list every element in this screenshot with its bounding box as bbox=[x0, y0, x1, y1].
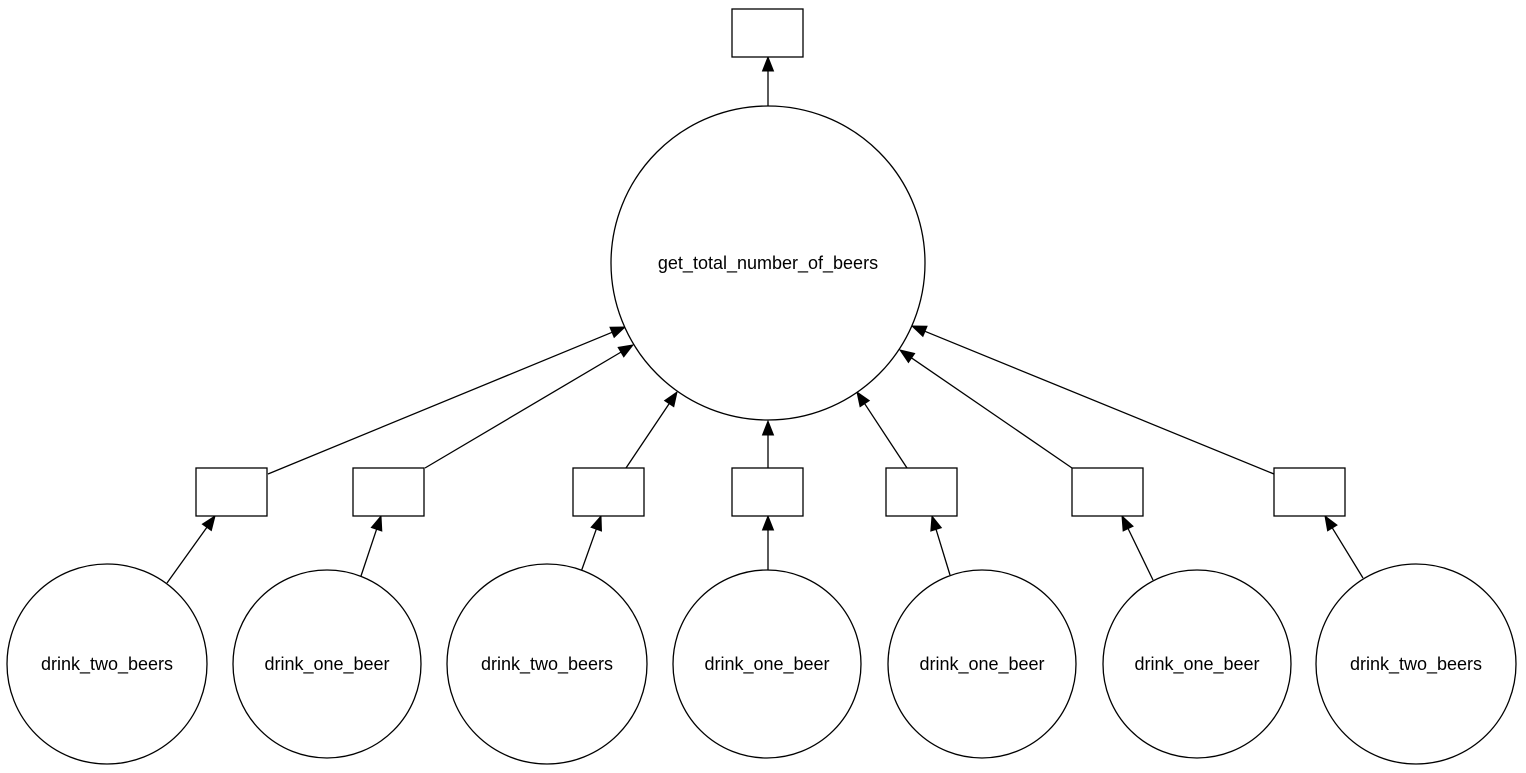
arrowhead bbox=[663, 390, 678, 408]
data-box bbox=[731, 8, 804, 58]
arrowhead bbox=[761, 514, 775, 531]
edge-task-to-box-7 bbox=[1324, 514, 1364, 579]
arrowhead bbox=[930, 514, 943, 532]
input-data-box-5 bbox=[885, 467, 958, 517]
output-data-box bbox=[731, 8, 804, 58]
input-task-node-4: drink_one_beer bbox=[672, 569, 862, 759]
edge-box-to-root-2 bbox=[424, 344, 635, 469]
input-data-box-7 bbox=[1273, 467, 1346, 517]
task-label: drink_one_beer bbox=[919, 654, 1044, 675]
arrowhead bbox=[617, 344, 635, 358]
arrowhead bbox=[898, 349, 916, 364]
input-task-node-6: drink_one_beer bbox=[1102, 569, 1292, 759]
data-box bbox=[885, 467, 958, 517]
input-task-node-5: drink_one_beer bbox=[887, 569, 1077, 759]
edge-box-to-root-5 bbox=[856, 390, 908, 469]
edge-line bbox=[864, 403, 908, 469]
edge-line bbox=[924, 330, 1275, 475]
arrowhead bbox=[370, 514, 383, 532]
data-box bbox=[1071, 467, 1144, 517]
arrowhead bbox=[1121, 514, 1134, 532]
input-task-node-3: drink_two_beers bbox=[446, 563, 648, 765]
edge-line bbox=[1127, 528, 1154, 581]
input-data-box-3 bbox=[572, 467, 645, 517]
data-box bbox=[352, 467, 425, 517]
task-label: drink_one_beer bbox=[264, 654, 389, 675]
arrowhead bbox=[856, 390, 871, 408]
arrowhead bbox=[609, 326, 627, 339]
task-label: drink_two_beers bbox=[41, 654, 173, 675]
edge-task-to-box-3 bbox=[580, 514, 602, 573]
task-circle bbox=[610, 105, 926, 421]
edge-line bbox=[1331, 527, 1364, 579]
input-task-node-2: drink_one_beer bbox=[232, 569, 422, 759]
edge-box-to-root-3 bbox=[625, 390, 678, 469]
edge-line bbox=[580, 528, 597, 573]
arrowhead bbox=[761, 55, 775, 72]
edge-line bbox=[424, 351, 622, 469]
nodes: get_total_number_of_beers drink_two_beers… bbox=[6, 8, 1517, 765]
edges bbox=[166, 55, 1364, 584]
edge-box-to-root-7 bbox=[910, 325, 1275, 475]
arrowhead bbox=[761, 419, 775, 436]
arrowhead bbox=[201, 514, 216, 532]
input-data-box-1 bbox=[195, 467, 268, 517]
edge-box-to-root-1 bbox=[267, 326, 627, 475]
edge-root-to-output bbox=[761, 55, 775, 106]
arrowhead bbox=[590, 514, 602, 532]
input-data-box-6 bbox=[1071, 467, 1144, 517]
input-data-box-2 bbox=[352, 467, 425, 517]
edge-task-to-box-4 bbox=[761, 514, 775, 570]
task-label: drink_two_beers bbox=[481, 654, 613, 675]
edge-box-to-root-6 bbox=[898, 349, 1073, 469]
input-task-node-1: drink_two_beers bbox=[6, 563, 208, 765]
edge-line bbox=[625, 403, 670, 469]
task-circle bbox=[672, 569, 862, 759]
task-circle bbox=[887, 569, 1077, 759]
task-circle bbox=[232, 569, 422, 759]
data-box bbox=[1273, 467, 1346, 517]
edge-task-to-box-1 bbox=[166, 514, 216, 584]
edge-line bbox=[911, 357, 1073, 469]
edge-task-to-box-6 bbox=[1121, 514, 1154, 581]
arrowhead bbox=[1324, 514, 1338, 532]
task-label: drink_two_beers bbox=[1350, 654, 1482, 675]
task-circle bbox=[1102, 569, 1292, 759]
task-circle bbox=[6, 563, 208, 765]
task-label: drink_one_beer bbox=[1134, 654, 1259, 675]
edge-task-to-box-5 bbox=[930, 514, 951, 576]
task-circle bbox=[1315, 563, 1517, 765]
data-box bbox=[195, 467, 268, 517]
task-label: get_total_number_of_beers bbox=[658, 253, 878, 274]
edge-box-to-root-4 bbox=[761, 419, 775, 468]
edge-task-to-box-2 bbox=[360, 514, 383, 577]
data-box bbox=[731, 467, 804, 517]
data-box bbox=[572, 467, 645, 517]
edge-line bbox=[166, 527, 208, 584]
edge-line bbox=[935, 529, 951, 576]
task-circle bbox=[446, 563, 648, 765]
task-label: drink_one_beer bbox=[704, 654, 829, 675]
edge-line bbox=[360, 529, 378, 577]
input-data-box-4 bbox=[731, 467, 804, 517]
arrowhead bbox=[910, 325, 928, 338]
edge-line bbox=[267, 331, 613, 475]
root-task-node: get_total_number_of_beers bbox=[610, 105, 926, 421]
input-task-node-7: drink_two_beers bbox=[1315, 563, 1517, 765]
